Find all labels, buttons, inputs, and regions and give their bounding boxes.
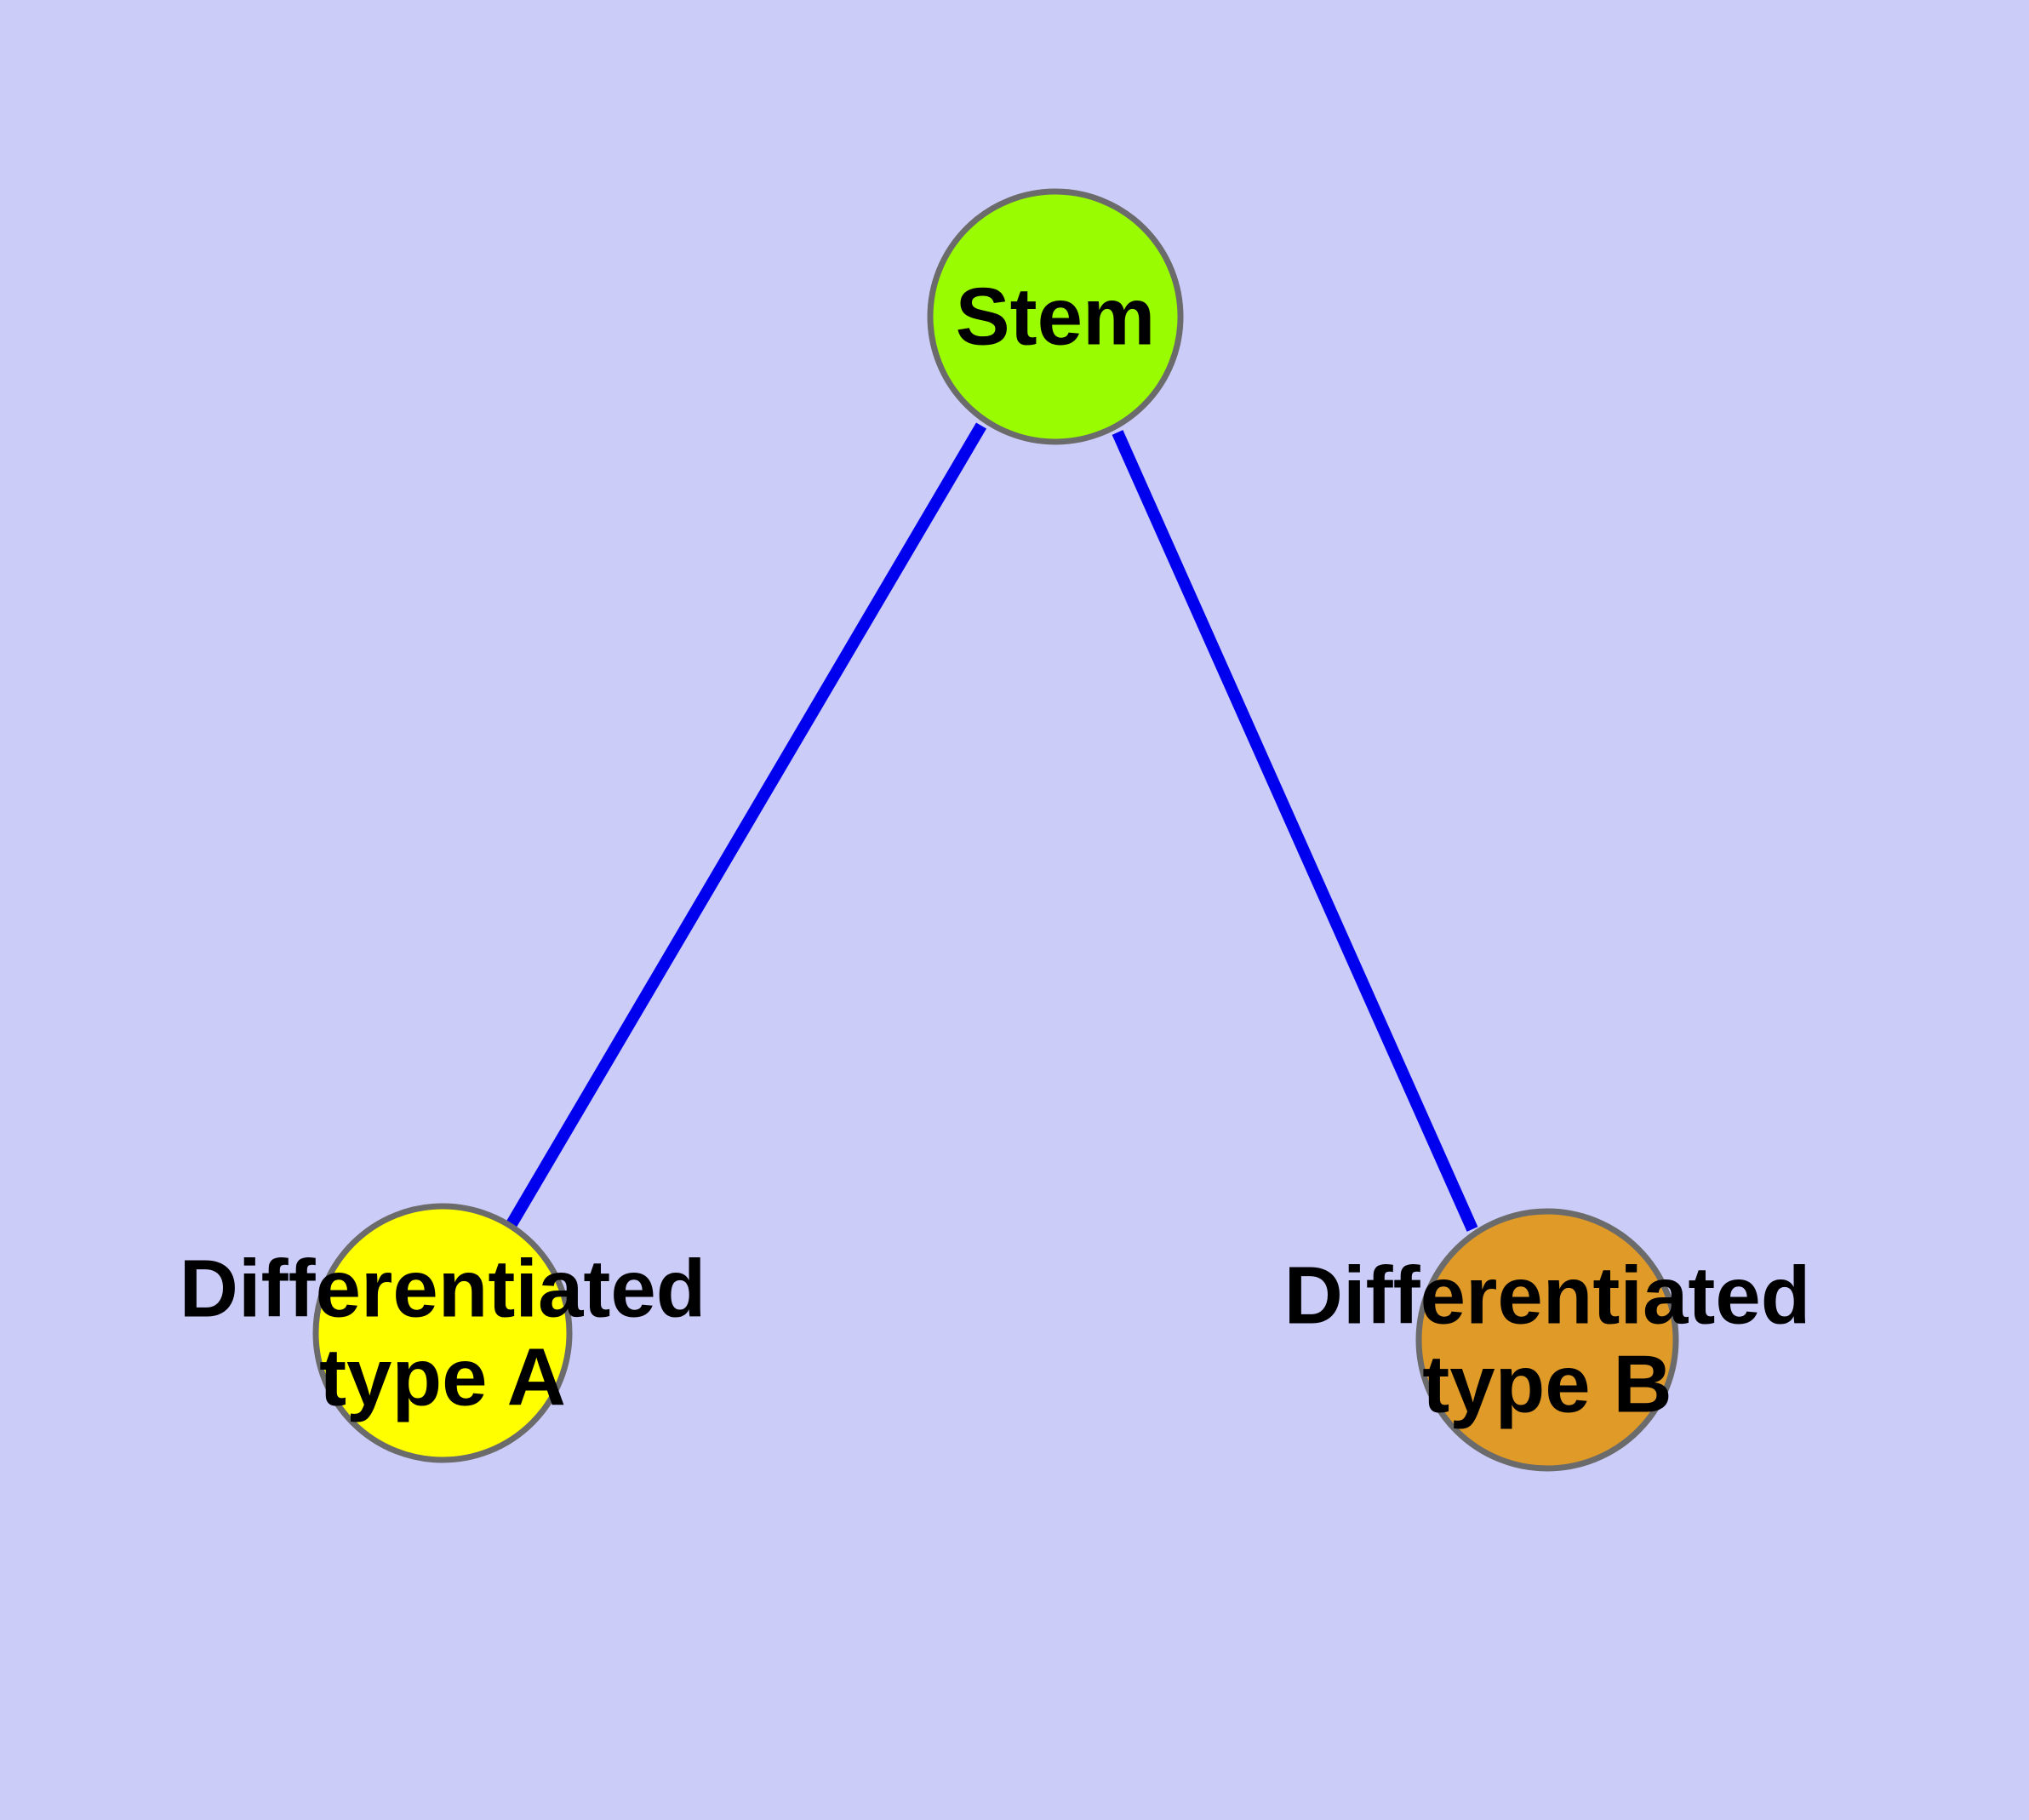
edge-stem-to-differentiated-type-b[interactable] [1112, 430, 1478, 1232]
edge-stem-to-differentiated-type-a[interactable] [506, 422, 987, 1228]
node-differentiated-type-a-circle[interactable] [312, 1203, 573, 1463]
node-stem-label: Stem [956, 272, 1156, 363]
node-layer [312, 188, 1679, 1472]
node-stem-circle[interactable] [927, 188, 1184, 445]
node-differentiated-type-b-circle[interactable] [1415, 1208, 1679, 1472]
edge-layer [506, 422, 1478, 1232]
